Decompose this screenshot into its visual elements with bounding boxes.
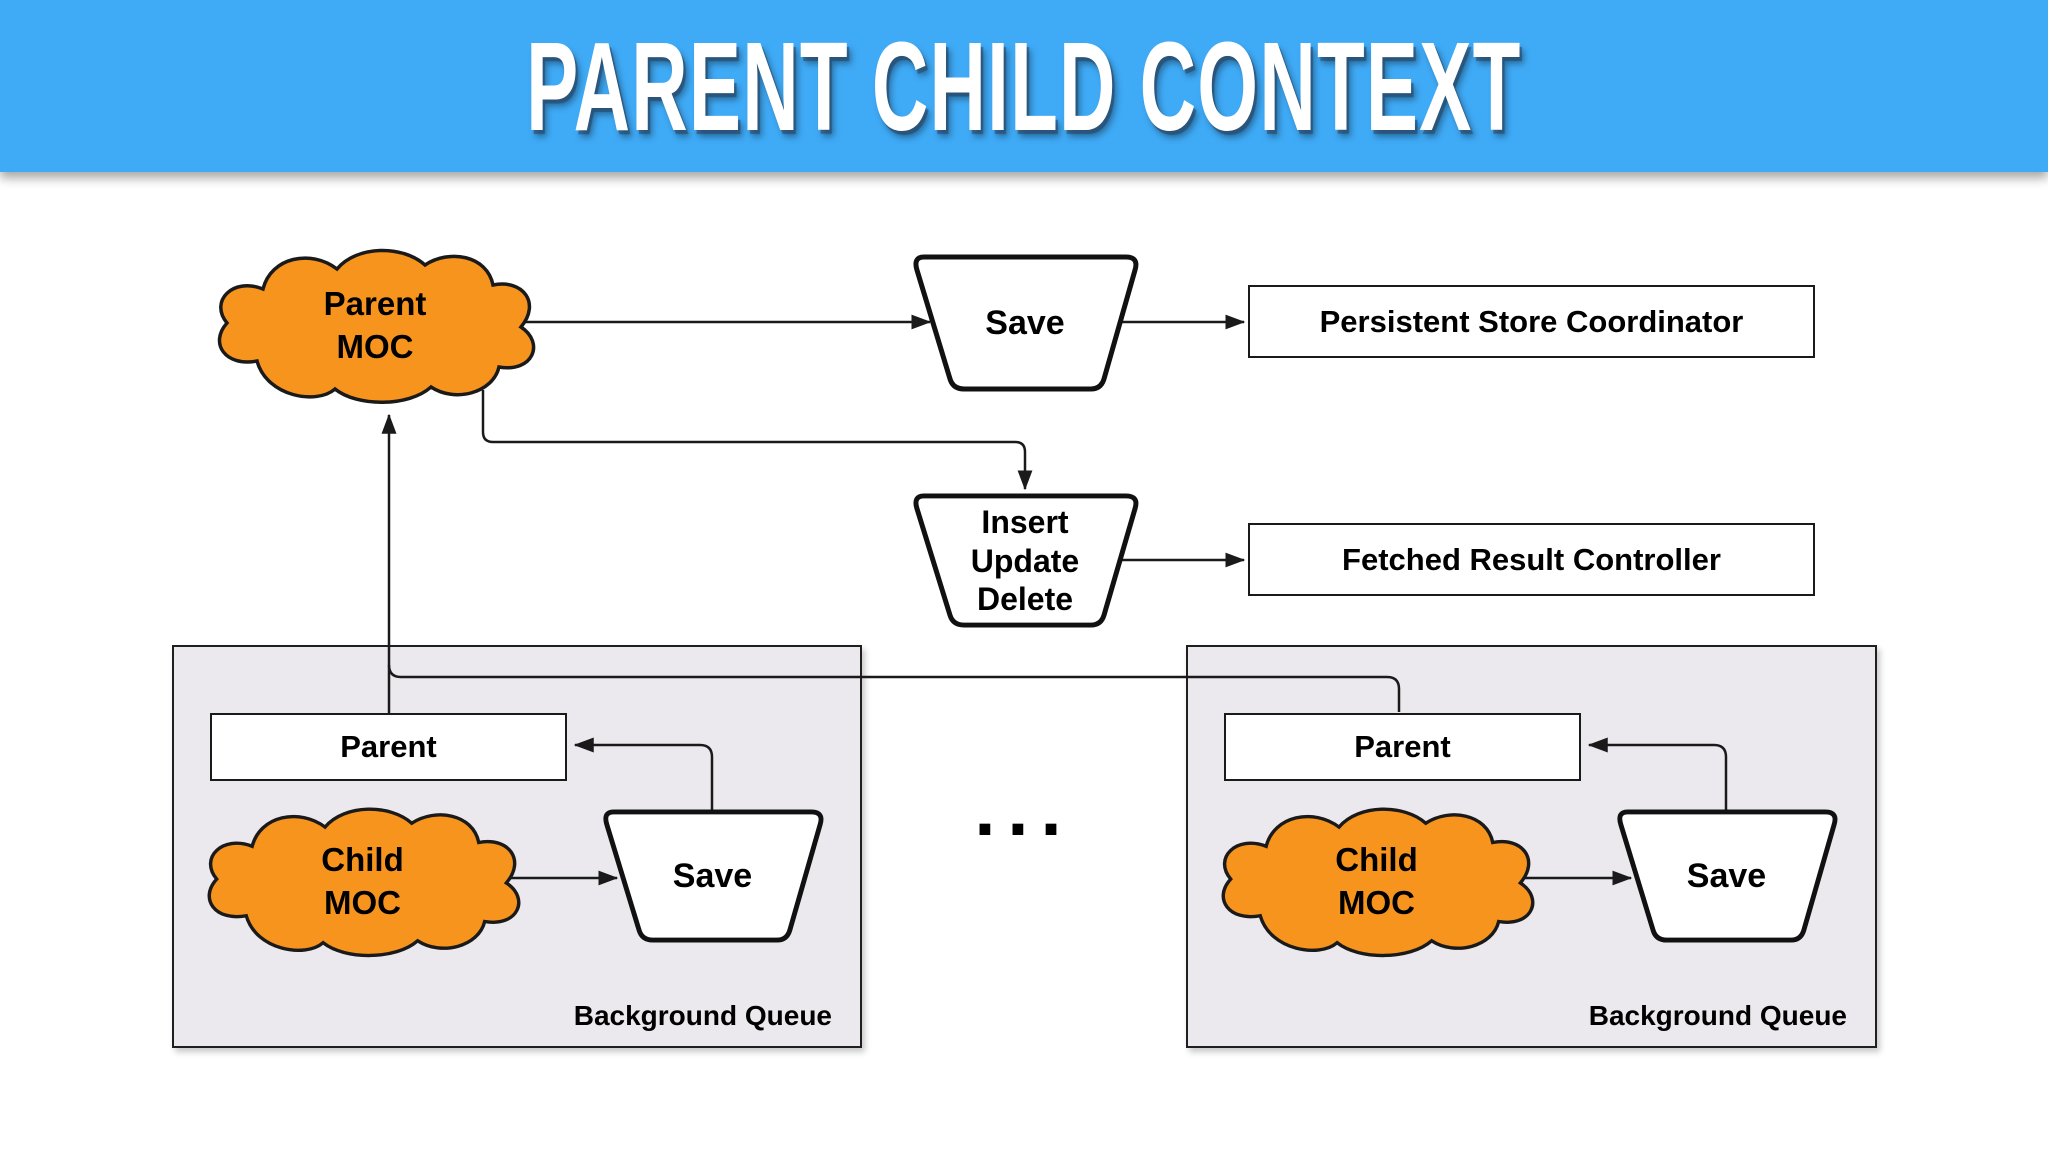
persistent-store-coordinator-node: Persistent Store Coordinator bbox=[1248, 285, 1815, 358]
parent-rect-right: Parent bbox=[1224, 713, 1581, 781]
parent-moc-label: Parent MOC bbox=[323, 285, 427, 365]
arrow-parentmoc-to-iud bbox=[481, 390, 1033, 491]
child-moc-node-right: Child MOC bbox=[1209, 802, 1544, 962]
trapezoid-shape bbox=[913, 254, 1139, 392]
queue-caption-right: Background Queue bbox=[1588, 1000, 1847, 1031]
parent-rect-left: Parent bbox=[210, 713, 567, 781]
save-label-right: Save bbox=[1686, 857, 1767, 895]
child-moc-label-right: Child MOC bbox=[1335, 841, 1418, 921]
title-banner: PARENT CHILD CONTEXT bbox=[0, 0, 2048, 172]
insert-update-delete-node: Insert Update Delete bbox=[910, 492, 1140, 630]
child-moc-node-left: Child MOC bbox=[195, 802, 530, 962]
cloud-shape bbox=[1221, 807, 1535, 958]
fetched-result-controller-node: Fetched Result Controller bbox=[1248, 523, 1815, 596]
cloud-shape bbox=[207, 807, 521, 958]
save-top-label: Save bbox=[985, 304, 1065, 342]
trapezoid-shape bbox=[913, 493, 1139, 628]
trapezoid-shape bbox=[1617, 809, 1838, 943]
cloud-shape bbox=[217, 248, 536, 404]
parent-moc-node: Parent MOC bbox=[205, 243, 545, 409]
queue-caption-left: Background Queue bbox=[573, 1000, 832, 1031]
save-node-left: Save bbox=[600, 808, 825, 945]
child-moc-label-left: Child MOC bbox=[321, 841, 404, 921]
insert-update-delete-label: Insert Update Delete bbox=[970, 504, 1080, 618]
save-node-right: Save bbox=[1614, 808, 1839, 945]
page-title: PARENT CHILD CONTEXT bbox=[526, 15, 1522, 157]
ellipsis: ... bbox=[974, 767, 1074, 852]
save-label-left: Save bbox=[672, 857, 753, 895]
trapezoid-shape bbox=[603, 809, 824, 943]
save-node-top: Save bbox=[910, 253, 1140, 394]
